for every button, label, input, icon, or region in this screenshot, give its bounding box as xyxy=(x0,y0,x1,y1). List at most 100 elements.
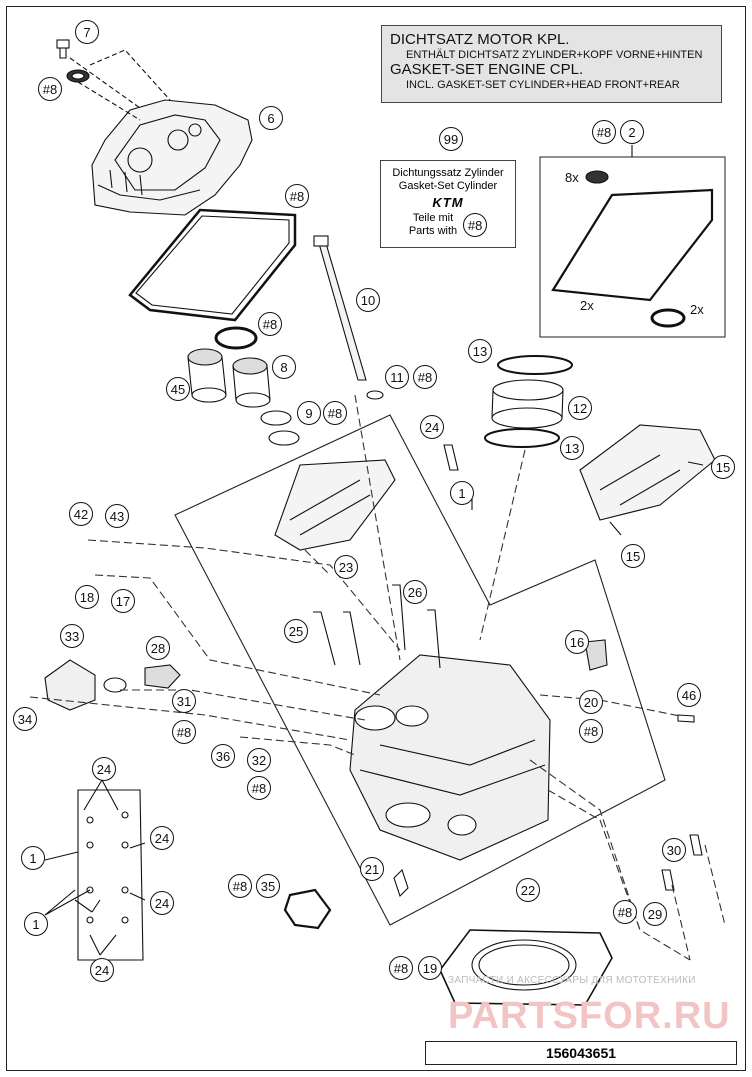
callout-24[interactable]: 24 xyxy=(150,891,174,915)
assembly-outline xyxy=(174,414,666,926)
callout-10[interactable]: 10 xyxy=(356,288,380,312)
cylinder-gasket-kit-box: Dichtungssatz Zylinder Gasket-Set Cylind… xyxy=(380,160,516,248)
callout-22[interactable]: 22 xyxy=(516,878,540,902)
callout-23[interactable]: 23 xyxy=(334,555,358,579)
ktm-logo: KTM xyxy=(432,195,464,210)
callout-32[interactable]: 32 xyxy=(247,748,271,772)
callout-26[interactable]: 26 xyxy=(403,580,427,604)
bolt-30-drawing xyxy=(661,834,703,891)
note-line-de-title: DICHTSATZ MOTOR KPL. xyxy=(390,31,570,48)
callout-20[interactable]: 20 xyxy=(579,690,603,714)
callout-ref-8[interactable]: #8 xyxy=(228,874,252,898)
seal-ring-top-drawing xyxy=(66,69,90,83)
leader-lines-dashed xyxy=(29,394,726,961)
callout-ref-8[interactable]: #8 xyxy=(389,956,413,980)
kit-ring-8x xyxy=(585,170,609,184)
callout-7[interactable]: 7 xyxy=(75,20,99,44)
callout-13[interactable]: 13 xyxy=(468,339,492,363)
diagram-code-box: 156043651 xyxy=(425,1041,737,1065)
manifold-12-drawing xyxy=(491,379,564,429)
tensioner-33-drawing xyxy=(44,659,96,711)
callout-ref-8[interactable]: #8 xyxy=(285,184,309,208)
valve-cover-drawing xyxy=(91,99,253,216)
callout-8[interactable]: 8 xyxy=(272,355,296,379)
engine-gasket-set-note: DICHTSATZ MOTOR KPL. ENTHÄLT DICHTSATZ Z… xyxy=(381,25,722,103)
callout-34[interactable]: 34 xyxy=(13,707,37,731)
callout-24[interactable]: 24 xyxy=(420,415,444,439)
callout-28[interactable]: 28 xyxy=(146,636,170,660)
callout-ref-8[interactable]: #8 xyxy=(613,900,637,924)
sensor-16-drawing xyxy=(584,639,608,671)
o-ring-9b xyxy=(268,430,300,446)
callout-2[interactable]: 2 xyxy=(620,120,644,144)
callout-16[interactable]: 16 xyxy=(565,630,589,654)
kit-gasket-drawing xyxy=(551,188,714,302)
screw-24-drawing xyxy=(443,444,459,471)
callout-ref-8[interactable]: #8 xyxy=(579,719,603,743)
gasket-plate-drawing xyxy=(77,789,144,961)
callout-33[interactable]: 33 xyxy=(60,624,84,648)
callout-24[interactable]: 24 xyxy=(90,958,114,982)
callout-ref-8[interactable]: #8 xyxy=(172,720,196,744)
callout-1[interactable]: 1 xyxy=(24,912,48,936)
diagram-frame xyxy=(6,6,746,1071)
bolt-7-drawing xyxy=(56,39,70,59)
callout-35[interactable]: 35 xyxy=(256,874,280,898)
callout-25[interactable]: 25 xyxy=(284,619,308,643)
ring-8-drawing xyxy=(214,326,258,350)
kit-parts-with-de: Teile mit xyxy=(412,212,454,224)
callout-17[interactable]: 17 xyxy=(111,589,135,613)
note-line-en-title: GASKET-SET ENGINE CPL. xyxy=(390,61,584,78)
callout-19[interactable]: 19 xyxy=(418,956,442,980)
callout-45[interactable]: 45 xyxy=(166,377,190,401)
callout-29[interactable]: 29 xyxy=(643,902,667,926)
callout-11[interactable]: 11 xyxy=(385,365,409,389)
callout-ref-8[interactable]: #8 xyxy=(592,120,616,144)
callout-ref-8[interactable]: #8 xyxy=(323,401,347,425)
dowel-21-drawing xyxy=(393,868,409,898)
kit-label-en: Gasket-Set Cylinder xyxy=(398,180,498,192)
callout-1[interactable]: 1 xyxy=(21,846,45,870)
callout-43[interactable]: 43 xyxy=(105,504,129,528)
valve-guides-drawing xyxy=(313,584,441,669)
callout-36[interactable]: 36 xyxy=(211,744,235,768)
kit-ring-2x xyxy=(650,308,686,328)
head-gasket-drawing xyxy=(439,929,613,1006)
callout-13[interactable]: 13 xyxy=(560,436,584,460)
sleeve-45-drawing xyxy=(187,348,227,403)
callout-1[interactable]: 1 xyxy=(450,481,474,505)
cover-gasket-drawing xyxy=(128,208,297,322)
kit-ref-callout: #8 xyxy=(463,213,488,237)
callout-42[interactable]: 42 xyxy=(69,502,93,526)
cam-carrier-23-drawing xyxy=(274,459,396,551)
callout-ref-8[interactable]: #8 xyxy=(258,312,282,336)
kit-parts-with-en: Parts with xyxy=(408,225,458,237)
callout-ref-8[interactable]: #8 xyxy=(38,77,62,101)
callout-99[interactable]: 99 xyxy=(439,127,463,151)
callout-15[interactable]: 15 xyxy=(711,455,735,479)
clamp-13a-drawing xyxy=(497,355,573,375)
o-ring-9a xyxy=(260,410,292,426)
callout-ref-8[interactable]: #8 xyxy=(413,365,437,389)
callout-21[interactable]: 21 xyxy=(360,857,384,881)
note-line-en-detail: INCL. GASKET-SET CYLINDER+HEAD FRONT+REA… xyxy=(406,79,680,91)
callout-18[interactable]: 18 xyxy=(75,585,99,609)
callout-31[interactable]: 31 xyxy=(172,689,196,713)
callout-ref-8[interactable]: #8 xyxy=(247,776,271,800)
kit-label-de: Dichtungssatz Zylinder xyxy=(392,167,504,179)
callout-12[interactable]: 12 xyxy=(568,396,592,420)
qty-tag-2x-a: 2x xyxy=(580,298,594,313)
callout-46[interactable]: 46 xyxy=(677,683,701,707)
callout-24[interactable]: 24 xyxy=(92,757,116,781)
note-line-de-detail: ENTHÄLT DICHTSATZ ZYLINDER+KOPF VORNE+HI… xyxy=(406,49,703,61)
cam-carrier-15-drawing xyxy=(579,424,716,521)
callout-15[interactable]: 15 xyxy=(621,544,645,568)
callout-6[interactable]: 6 xyxy=(259,106,283,130)
gasket-plate-holes xyxy=(86,811,129,924)
cylinder-head-drawing xyxy=(349,654,551,861)
gasket-35-drawing xyxy=(283,888,332,930)
watermark-caption: ЗАПЧАСТИ И АКСЕССУАРЫ ДЛЯ МОТОТЕХНИКИ xyxy=(448,975,696,986)
callout-9[interactable]: 9 xyxy=(297,401,321,425)
callout-24[interactable]: 24 xyxy=(150,826,174,850)
callout-30[interactable]: 30 xyxy=(662,838,686,862)
